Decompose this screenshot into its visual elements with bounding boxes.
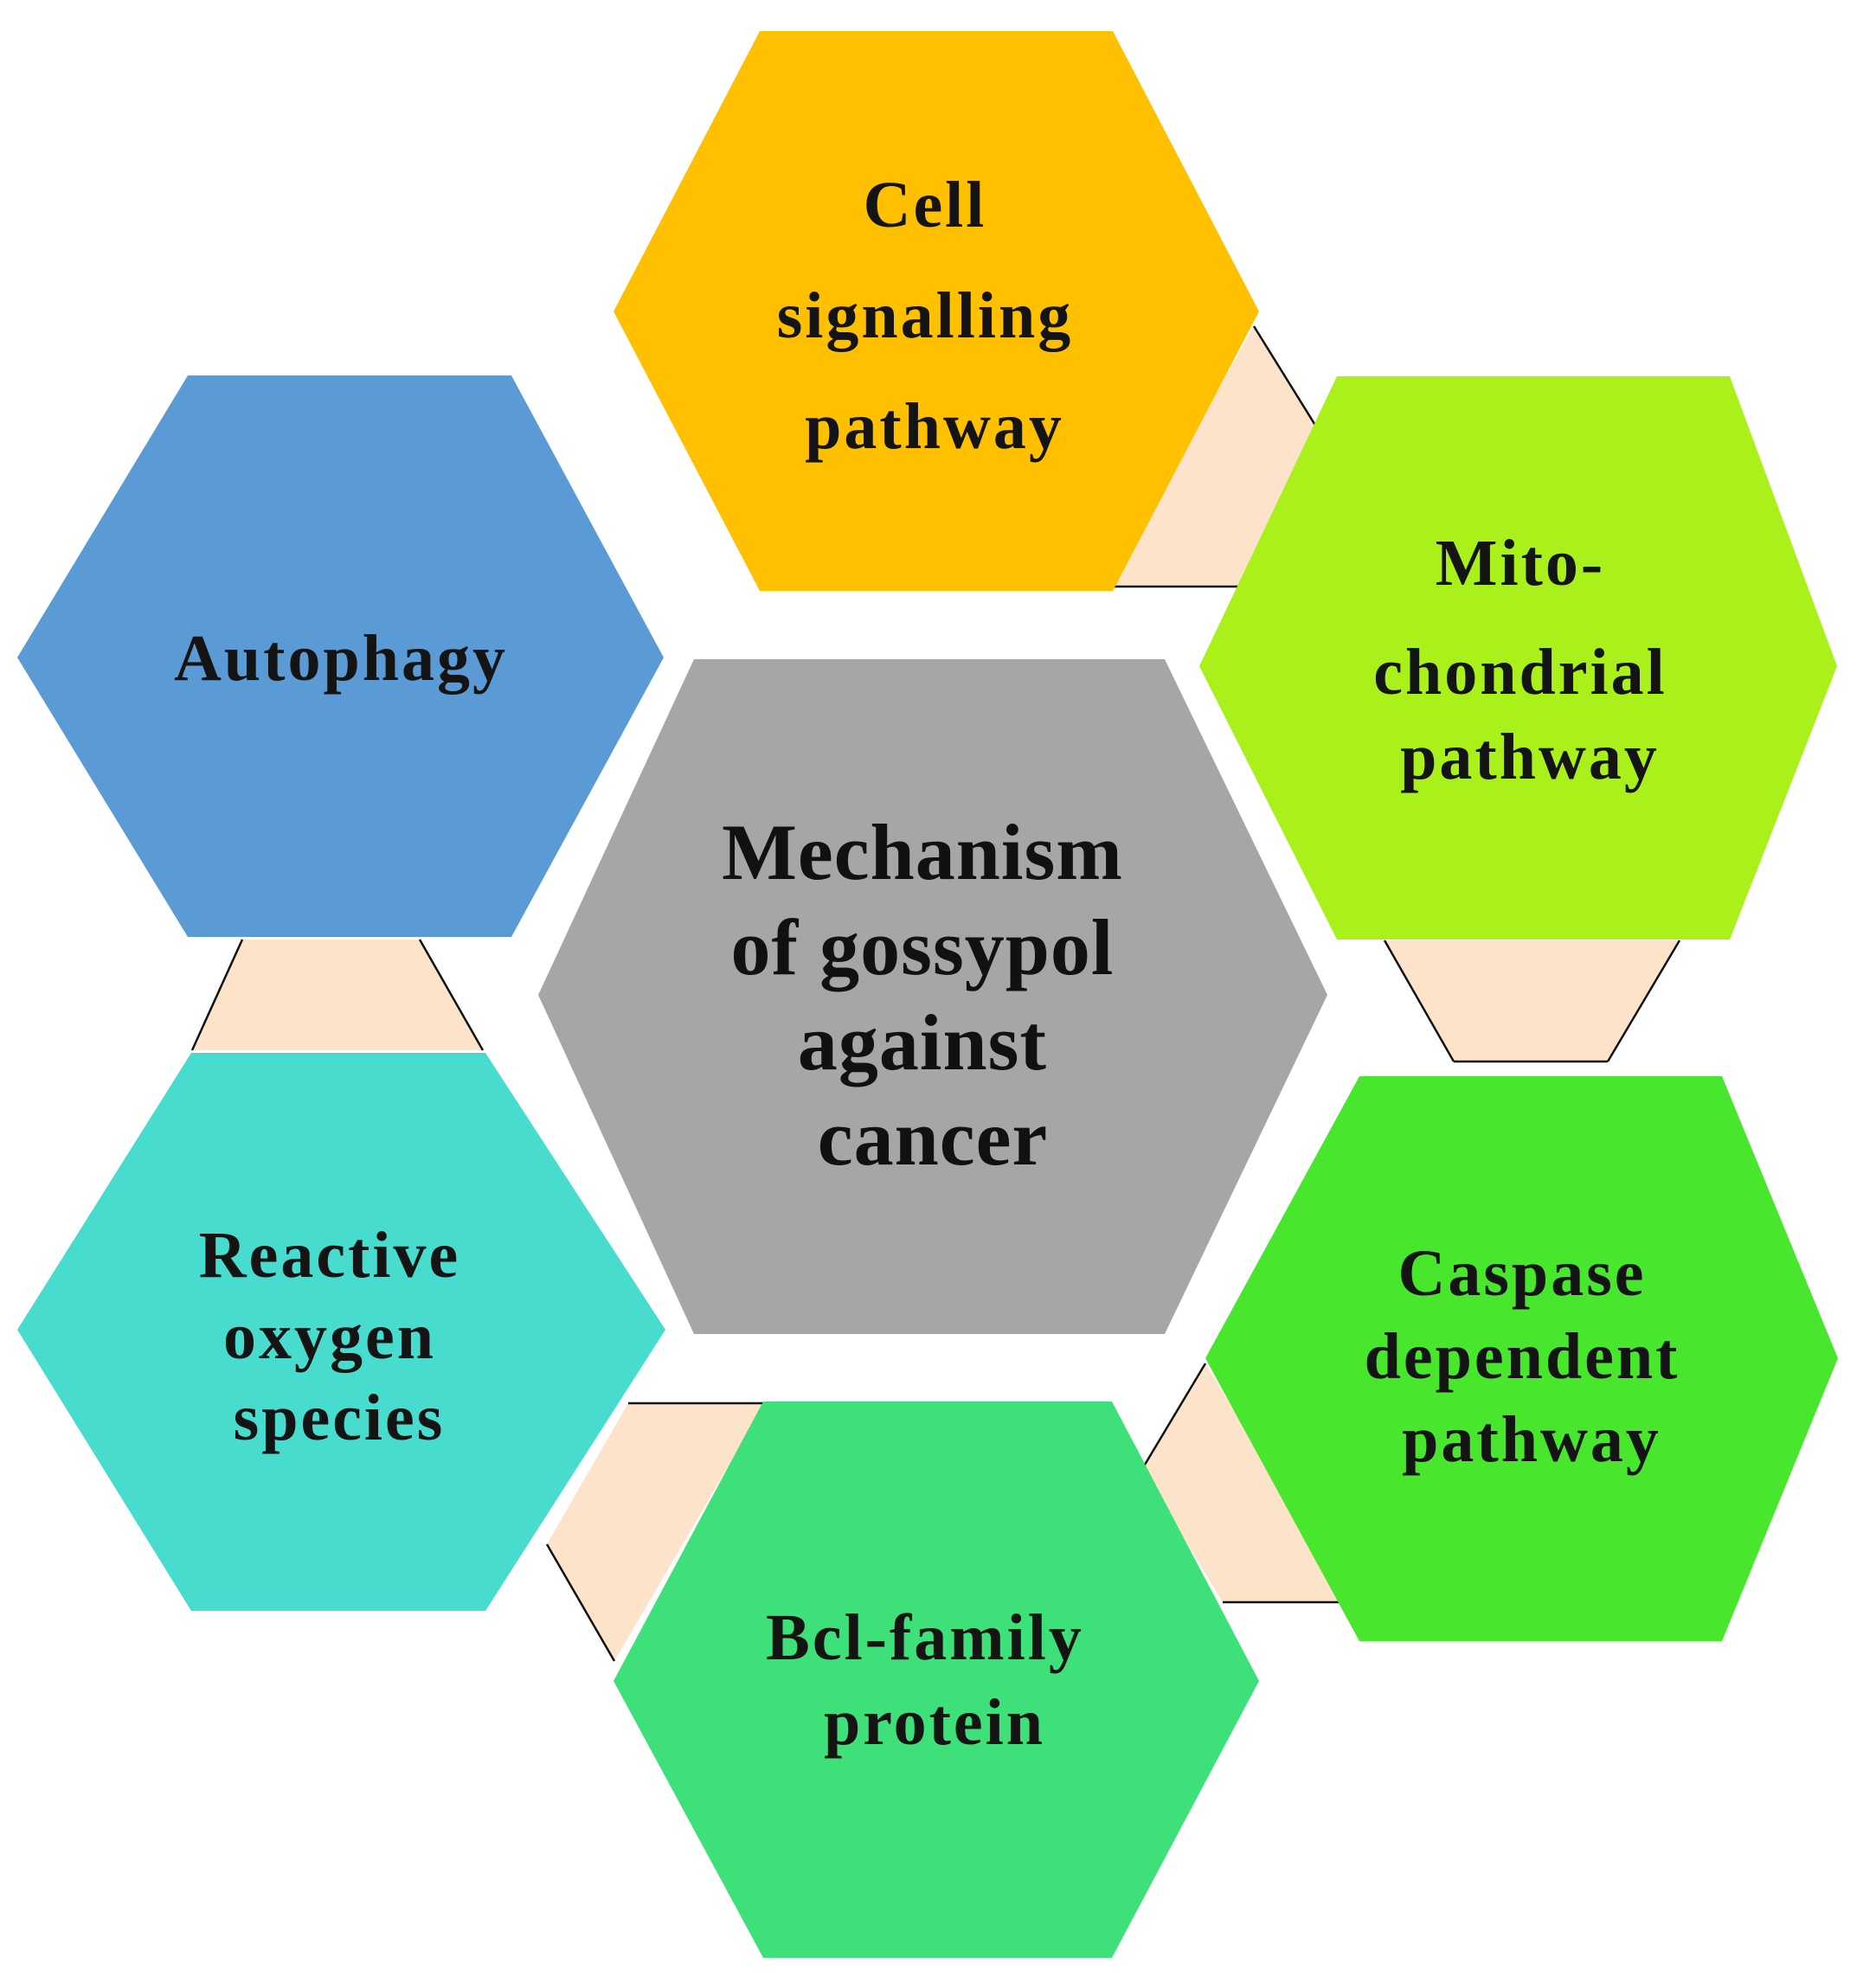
ros-label-line: species <box>234 1382 446 1454</box>
hex-center <box>538 659 1327 1334</box>
ros-label-line: oxygen <box>223 1300 436 1373</box>
bcl-family-label-line: Bcl-family <box>766 1601 1084 1674</box>
center-label-line: cancer <box>818 1094 1049 1182</box>
mitochondrial-label-line: chondrial <box>1373 636 1667 709</box>
hex-cell-signalling <box>614 31 1259 591</box>
cell-signalling-label-line: Cell <box>864 169 987 241</box>
connector-ros-to-autophagy <box>190 939 485 1051</box>
caspase-label-line: dependent <box>1365 1320 1680 1393</box>
center-label-line: of gossypol <box>731 903 1115 991</box>
hex-caspase <box>1205 1076 1838 1641</box>
center-label-line: against <box>798 998 1047 1087</box>
ros-label-line: Reactive <box>199 1219 461 1292</box>
autophagy-label-line: Autophagy <box>174 622 508 695</box>
caspase-label: Caspase dependent pathway <box>1365 1237 1699 1476</box>
hex-mitochondrial <box>1199 376 1837 940</box>
autophagy-label: Autophagy <box>174 622 508 695</box>
hexagons <box>17 31 1838 1958</box>
bcl-family-label-line: protein <box>824 1686 1045 1759</box>
hex-autophagy <box>17 375 664 937</box>
hex-ros <box>17 1053 665 1611</box>
caspase-label-line: Caspase <box>1397 1237 1646 1310</box>
bcl-family-label: Bcl-family protein <box>766 1601 1103 1759</box>
connector-caspase-to-bcl <box>1140 1363 1350 1604</box>
mitochondrial-label-line: Mito- <box>1436 527 1605 600</box>
connector-mito-to-caspase <box>1383 940 1681 1063</box>
cell-signalling-label-line: signalling <box>777 279 1074 352</box>
cell-signalling-label: Cell signalling pathway <box>777 169 1093 463</box>
center-label-line: Mechanism <box>722 808 1123 896</box>
mitochondrial-label-line: pathway <box>1400 721 1660 793</box>
mitochondrial-label: Mito- chondrial pathway <box>1373 527 1686 793</box>
cell-signalling-label-line: pathway <box>805 390 1064 463</box>
center-label: Mechanism of gossypol against cancer <box>722 808 1144 1182</box>
caspase-label-line: pathway <box>1402 1403 1661 1476</box>
labels: Mechanism of gossypol against cancer Cel… <box>174 169 1699 1759</box>
ros-label: Reactive oxygen species <box>199 1219 480 1454</box>
connector-bcl-to-ros <box>545 1402 765 1662</box>
hex-bcl-family <box>614 1402 1259 1958</box>
